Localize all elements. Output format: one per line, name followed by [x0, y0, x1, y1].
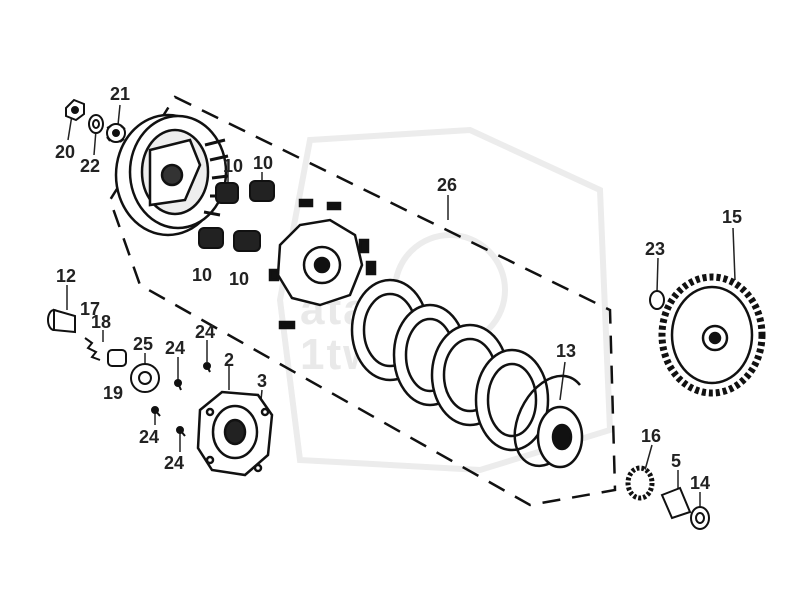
part-14-washer[interactable]	[690, 506, 710, 530]
part-16-pinion[interactable]	[625, 465, 655, 501]
part-23-ring[interactable]	[649, 290, 665, 310]
part-18-spring[interactable]	[84, 337, 101, 361]
label-22[interactable]: 22	[80, 156, 101, 176]
assembly-outline	[108, 95, 617, 507]
label-23[interactable]: 23	[645, 239, 666, 259]
clutch-bell-housing[interactable]	[114, 113, 229, 237]
label-14[interactable]: 14	[690, 473, 711, 493]
part-13-circlip[interactable]	[513, 374, 581, 468]
drive-gear-small[interactable]	[536, 405, 584, 469]
clutch-center-plate[interactable]	[268, 198, 377, 330]
part-22-washer[interactable]	[88, 114, 104, 134]
label-10d[interactable]: 10	[229, 269, 250, 289]
part-19-bushing[interactable]	[107, 349, 127, 367]
label-15[interactable]: 15	[722, 207, 743, 227]
clutch-friction-discs[interactable]	[350, 278, 550, 452]
label-12[interactable]: 12	[56, 266, 77, 286]
part-21-lock-washer[interactable]	[106, 123, 126, 143]
label-13[interactable]: 13	[556, 341, 577, 361]
label-19[interactable]: 19	[103, 383, 124, 403]
label-5[interactable]: 5	[671, 451, 682, 471]
part-24-bolts[interactable]	[151, 362, 211, 437]
part-2-3-cover-and-gasket[interactable]	[196, 390, 274, 477]
label-24a[interactable]: 24	[195, 322, 216, 342]
part-25-bearing[interactable]	[130, 363, 160, 393]
label-26[interactable]: 26	[437, 175, 458, 195]
label-16[interactable]: 16	[641, 426, 662, 446]
label-24c[interactable]: 24	[139, 427, 160, 447]
label-25[interactable]: 25	[133, 334, 154, 354]
label-10b[interactable]: 10	[253, 153, 274, 173]
label-20[interactable]: 20	[55, 142, 76, 162]
label-10a[interactable]: 10	[223, 156, 244, 176]
part-15-driven-gear[interactable]	[658, 273, 766, 397]
label-3[interactable]: 3	[257, 371, 268, 391]
part-12-pin[interactable]	[47, 308, 76, 334]
label-2[interactable]: 2	[224, 350, 235, 370]
label-24d[interactable]: 24	[164, 453, 185, 473]
label-21[interactable]: 21	[110, 84, 131, 104]
label-18[interactable]: 18	[91, 312, 112, 332]
part-20-nut[interactable]	[65, 98, 85, 122]
label-24b[interactable]: 24	[165, 338, 186, 358]
label-10c[interactable]: 10	[192, 265, 213, 285]
clutch-springs[interactable]	[198, 180, 275, 252]
label-17[interactable]: 17	[80, 299, 101, 319]
part-5-needle-bearing[interactable]	[660, 486, 692, 520]
